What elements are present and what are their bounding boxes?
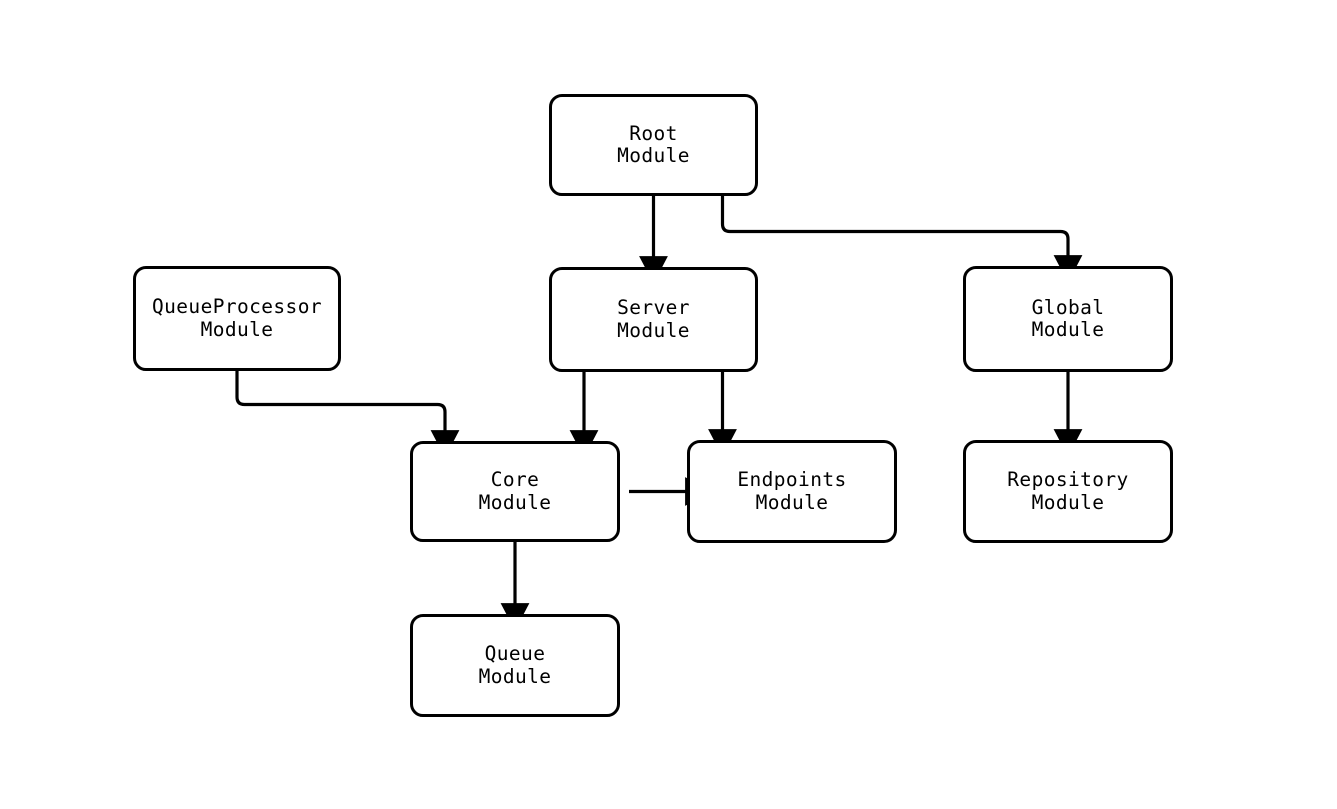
edge-queueprocessor-to-core [235, 371, 460, 458]
node-core-module-label-line1: Core [490, 468, 540, 491]
node-root-module[interactable]: Root Module [549, 94, 758, 196]
node-queueprocessor-module-label-line2: Module [200, 317, 274, 341]
node-queueprocessor-module-label-line1: QueueProcessor [152, 295, 322, 318]
node-global-module-label-line1: Global [1031, 295, 1105, 319]
node-repository-module[interactable]: Repository Module [963, 440, 1173, 543]
node-server-module[interactable]: Server Module [549, 267, 758, 372]
node-queue-module-label-line2: Module [478, 664, 552, 688]
node-server-module-label-line2: Module [617, 318, 690, 342]
node-global-module-label-line2: Module [1031, 318, 1105, 341]
node-root-module-label-line2: Module [617, 144, 690, 167]
node-endpoints-module[interactable]: Endpoints Module [687, 440, 897, 543]
node-core-module-label-line2: Module [478, 490, 552, 514]
node-root-module-label-line1: Root [629, 121, 678, 145]
node-repository-module-label-line1: Repository [1007, 468, 1129, 491]
node-global-module[interactable]: Global Module [963, 266, 1173, 372]
node-queue-module-label-line1: Queue [484, 642, 546, 665]
node-server-module-label-line1: Server [617, 296, 690, 319]
edge-root-to-global [720, 196, 1083, 283]
node-endpoints-module-label-line2: Module [755, 490, 829, 514]
node-repository-module-label-line2: Module [1031, 490, 1105, 514]
node-queueprocessor-module[interactable]: QueueProcessor Module [133, 266, 341, 371]
node-endpoints-module-label-line1: Endpoints [737, 468, 847, 491]
node-core-module[interactable]: Core Module [410, 441, 620, 542]
node-queue-module[interactable]: Queue Module [410, 614, 620, 717]
